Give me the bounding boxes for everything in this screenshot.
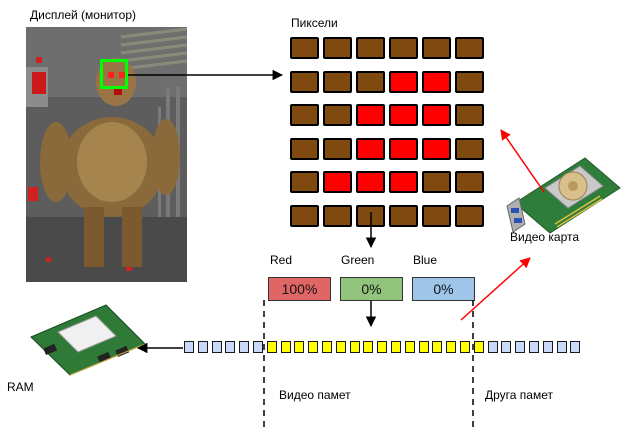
memory-cell xyxy=(253,341,263,353)
memory-cell xyxy=(239,341,250,353)
pixel-brown xyxy=(323,104,352,126)
pixel-brown xyxy=(290,70,319,93)
memory-cell-video xyxy=(432,341,443,353)
pixel-red xyxy=(356,171,385,193)
pixel-brown xyxy=(323,37,352,59)
memory-cell xyxy=(501,341,512,353)
display-label: Дисплей (монитор) xyxy=(30,8,136,22)
pixel-brown xyxy=(455,70,484,93)
pixel-brown xyxy=(356,70,385,93)
pixel-red xyxy=(323,171,352,193)
video-card-image xyxy=(505,148,623,234)
memory-cell-video xyxy=(335,341,346,353)
memory-cell xyxy=(184,341,194,353)
memory-cell-video xyxy=(363,341,374,353)
pixel-red xyxy=(356,104,385,126)
pixel-brown xyxy=(455,204,484,227)
memory-cell-video xyxy=(322,341,332,353)
memory-cell xyxy=(570,341,581,353)
ram-module-image xyxy=(28,302,148,377)
memory-cell-video xyxy=(473,341,484,353)
pixel-red xyxy=(389,104,418,126)
pixel-red xyxy=(389,137,418,160)
memory-cell xyxy=(515,341,526,353)
pixels-label: Пиксели xyxy=(291,16,338,30)
game-scene-image xyxy=(26,27,187,282)
memory-cell-video xyxy=(349,341,360,353)
pixel-brown xyxy=(356,204,385,227)
pixel-red xyxy=(389,70,418,93)
pixel-red xyxy=(356,137,385,160)
pixel-brown xyxy=(356,37,385,59)
pixel-brown xyxy=(290,171,319,193)
ram-label: RAM xyxy=(7,380,34,394)
pixel-red xyxy=(422,70,451,93)
pixel-red xyxy=(389,171,418,193)
video-card-label: Видео карта xyxy=(510,230,580,244)
pixel-brown xyxy=(455,37,484,59)
pixel-brown xyxy=(389,37,418,59)
channel-value-red: 100% xyxy=(268,277,331,301)
channel-value-blue: 0% xyxy=(412,277,475,301)
memory-strip xyxy=(184,341,584,355)
memory-cell-video xyxy=(460,341,470,353)
pixel-brown xyxy=(290,37,319,59)
memory-cell-video xyxy=(280,341,291,353)
memory-cell-video xyxy=(446,341,457,353)
memory-cell-video xyxy=(266,341,277,353)
video-memory-label: Видео памет xyxy=(279,388,351,402)
pixel-highlight-box xyxy=(100,59,128,89)
monitor-screenshot xyxy=(26,27,187,282)
pixel-red xyxy=(422,137,451,160)
memory-cell-video xyxy=(418,341,429,353)
memory-cell-video xyxy=(294,341,305,353)
pixel-brown xyxy=(290,104,319,126)
pixel-brown xyxy=(422,204,451,227)
memory-cell xyxy=(197,341,208,353)
memory-cell xyxy=(556,341,567,353)
other-memory-label: Друга памет xyxy=(485,388,553,402)
pixel-brown xyxy=(455,104,484,126)
pixel-brown xyxy=(323,204,352,227)
channel-value-green: 0% xyxy=(340,277,403,301)
pixel-brown xyxy=(290,204,319,227)
memory-cell xyxy=(529,341,539,353)
memory-cell-video xyxy=(404,341,415,353)
pixel-brown xyxy=(422,37,451,59)
memory-cell-video xyxy=(377,341,388,353)
memory-cell-video xyxy=(391,341,401,353)
pixel-brown xyxy=(455,171,484,193)
channel-name-red: Red xyxy=(270,253,293,267)
memory-cell xyxy=(487,341,498,353)
pixel-brown xyxy=(422,171,451,193)
pixel-brown xyxy=(455,137,484,160)
channel-name-green: Green xyxy=(341,253,375,267)
memory-cell xyxy=(542,341,553,353)
pixel-brown xyxy=(290,137,319,160)
pixel-brown xyxy=(323,70,352,93)
pixel-brown xyxy=(323,137,352,160)
pixel-grid xyxy=(290,37,486,227)
memory-cell-video xyxy=(308,341,319,353)
channel-name-blue: Blue xyxy=(413,253,438,267)
pixel-red xyxy=(422,104,451,126)
memory-cell xyxy=(211,341,222,353)
memory-cell xyxy=(225,341,236,353)
pixel-brown xyxy=(389,204,418,227)
